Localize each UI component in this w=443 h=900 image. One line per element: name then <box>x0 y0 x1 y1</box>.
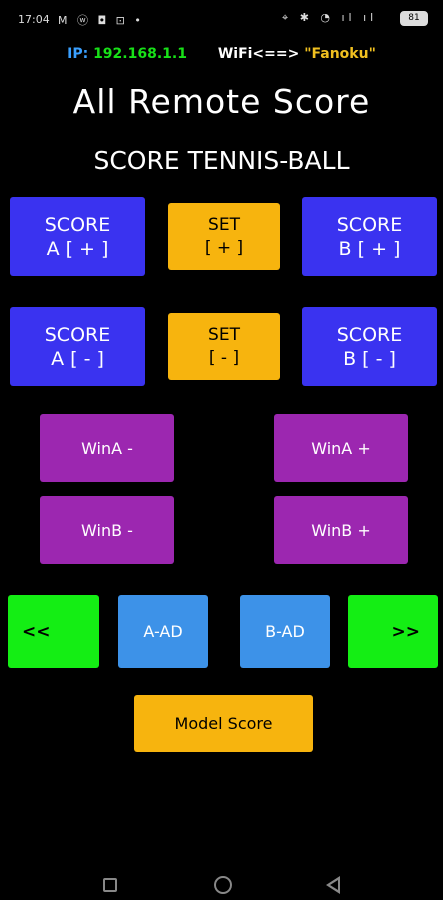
score-a-minus-button[interactable]: SCORE A [ - ] <box>10 307 145 386</box>
model-score-button[interactable]: Model Score <box>134 695 313 752</box>
score-a-plus-line1: SCORE <box>44 213 111 236</box>
score-a-plus-label: SCORE A [ + ] <box>45 213 111 261</box>
recent-apps-icon[interactable] <box>103 878 117 892</box>
set-minus-line2: [ - ] <box>208 347 240 368</box>
back-icon-inner <box>330 880 338 890</box>
status-bar: 17:04 M ⓦ ◘ ⊡ • ⌖ ✱ ◔ ıl ıl 81 <box>0 0 443 40</box>
set-plus-line2: [ + ] <box>204 237 244 258</box>
score-b-minus-button[interactable]: SCORE B [ - ] <box>302 307 437 386</box>
win-a-minus-button[interactable]: WinA - <box>40 414 174 482</box>
set-minus-label: SET [ - ] <box>208 324 240 370</box>
page-subtitle: SCORE TENNIS-BALL <box>93 146 350 175</box>
score-a-plus-button[interactable]: SCORE A [ + ] <box>10 197 145 276</box>
win-b-minus-button[interactable]: WinB - <box>40 496 174 564</box>
score-a-plus-line2: A [ + ] <box>46 237 109 260</box>
set-minus-line1: SET <box>208 324 240 345</box>
score-a-minus-label: SCORE A [ - ] <box>45 323 111 371</box>
home-icon[interactable] <box>214 876 232 894</box>
win-b-plus-button[interactable]: WinB + <box>274 496 408 564</box>
status-time: 17:04 <box>18 13 50 26</box>
score-b-plus-line1: SCORE <box>336 213 403 236</box>
score-b-minus-label: SCORE B [ - ] <box>337 323 403 371</box>
set-minus-button[interactable]: SET [ - ] <box>168 313 280 380</box>
win-a-plus-button[interactable]: WinA + <box>274 414 408 482</box>
score-a-minus-line1: SCORE <box>44 323 111 346</box>
previous-button[interactable]: << <box>8 595 99 668</box>
wifi-ssid: "Fanoku" <box>304 46 376 62</box>
score-b-minus-line2: B [ - ] <box>343 347 396 370</box>
battery-icon: 81 <box>400 11 428 26</box>
set-plus-line1: SET <box>208 214 240 235</box>
b-advantage-button[interactable]: B-AD <box>240 595 330 668</box>
next-button[interactable]: >> <box>348 595 438 668</box>
wifi-label: WiFi<==> <box>217 46 300 62</box>
ip-label: IP: <box>67 46 89 62</box>
notification-icons: M ⓦ ◘ ⊡ • <box>58 14 144 27</box>
set-plus-button[interactable]: SET [ + ] <box>168 203 280 270</box>
score-b-plus-line2: B [ + ] <box>338 237 401 260</box>
set-plus-label: SET [ + ] <box>205 214 243 260</box>
score-b-minus-line1: SCORE <box>336 323 403 346</box>
app-title: All Remote Score <box>72 82 371 121</box>
score-b-plus-button[interactable]: SCORE B [ + ] <box>302 197 437 276</box>
score-a-minus-line2: A [ - ] <box>51 347 104 370</box>
system-status-icons: ⌖ ✱ ◔ ıl ıl <box>282 11 378 24</box>
a-advantage-button[interactable]: A-AD <box>118 595 208 668</box>
score-b-plus-label: SCORE B [ + ] <box>337 213 403 261</box>
ip-value: 192.168.1.1 <box>93 46 187 62</box>
connection-info: IP: 192.168.1.1 WiFi<==> "Fanoku" <box>0 46 443 62</box>
